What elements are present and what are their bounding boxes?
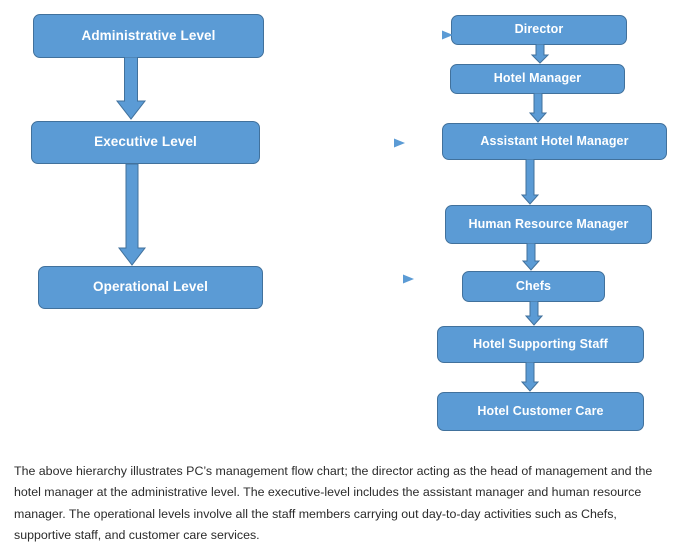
node-hotel-supporting-staff[interactable]: Hotel Supporting Staff [437,326,644,363]
node-director[interactable]: Director [451,15,627,45]
node-executive-level[interactable]: Executive Level [31,121,260,164]
node-operational-level[interactable]: Operational Level [38,266,263,309]
connector-administrative-to-director-icon [264,28,454,42]
connector-executive-to-assistant-icon [260,136,406,150]
connector-operational-to-chefs-icon [263,272,415,286]
arrow-hotel-manager-to-assistant-icon [528,93,548,124]
arrow-administrative-to-executive-icon [111,57,151,122]
node-administrative-level[interactable]: Administrative Level [33,14,264,58]
arrow-chefs-to-supporting-staff-icon [524,301,544,327]
arrow-assistant-to-hr-manager-icon [520,159,540,206]
arrow-hr-manager-to-chefs-icon [521,243,541,272]
arrow-supporting-staff-to-customer-care-icon [520,362,540,393]
node-chefs[interactable]: Chefs [462,271,605,302]
node-hotel-manager[interactable]: Hotel Manager [450,64,625,94]
node-human-resource-manager[interactable]: Human Resource Manager [445,205,652,244]
arrow-executive-to-operational-icon [113,164,151,268]
node-hotel-customer-care[interactable]: Hotel Customer Care [437,392,644,431]
caption-paragraph: The above hierarchy illustrates PC’s man… [14,464,653,542]
node-assistant-hotel-manager[interactable]: Assistant Hotel Manager [442,123,667,160]
arrow-director-to-hotel-manager-icon [530,44,550,65]
hierarchy-flow-chart: Administrative Level Executive Level Ope… [31,14,667,431]
